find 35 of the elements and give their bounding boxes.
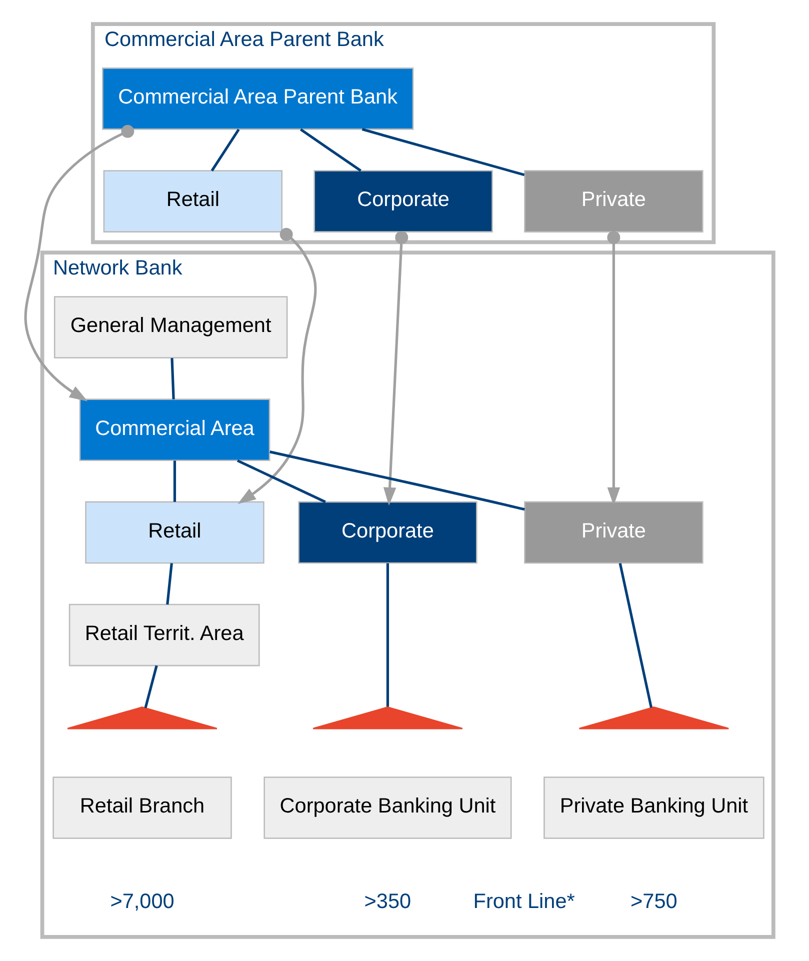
node-box: Private: [524, 501, 704, 564]
connector: [166, 563, 173, 605]
node-box: Private Banking Unit: [544, 776, 764, 839]
node-box: Retail Branch: [52, 776, 232, 839]
node-label: >350: [364, 890, 412, 914]
connector: [618, 563, 653, 708]
connector: [270, 450, 525, 511]
arrow: [607, 231, 620, 506]
node-label: >750: [630, 890, 678, 914]
connector: [144, 665, 158, 708]
connector: [362, 128, 525, 176]
arrow: [383, 231, 408, 506]
node-triangle: [66, 706, 218, 730]
node-box: General Management: [54, 296, 288, 358]
connector: [210, 128, 240, 172]
node-triangle: [312, 706, 464, 730]
node-triangle: [578, 706, 730, 730]
connector: [386, 563, 389, 707]
arrow: [238, 228, 317, 504]
label: Front Line*: [473, 890, 575, 914]
node-box: Commercial Area: [79, 398, 270, 462]
arrow: [24, 124, 134, 402]
connector: [170, 358, 175, 400]
node-box: Corporate Banking Unit: [264, 776, 512, 839]
connector: [300, 128, 362, 172]
node-box: Private: [524, 170, 704, 232]
node-box: Retail: [85, 501, 264, 564]
node-box: Retail Territ. Area: [68, 604, 260, 666]
node-box: Corporate: [314, 170, 493, 232]
node-label: >7,000: [110, 890, 174, 914]
connector: [173, 460, 176, 502]
connector: [236, 459, 326, 504]
node-box: Commercial Area Parent Bank: [102, 68, 414, 130]
node-box: Retail: [103, 170, 283, 232]
node-box: Corporate: [298, 501, 478, 564]
